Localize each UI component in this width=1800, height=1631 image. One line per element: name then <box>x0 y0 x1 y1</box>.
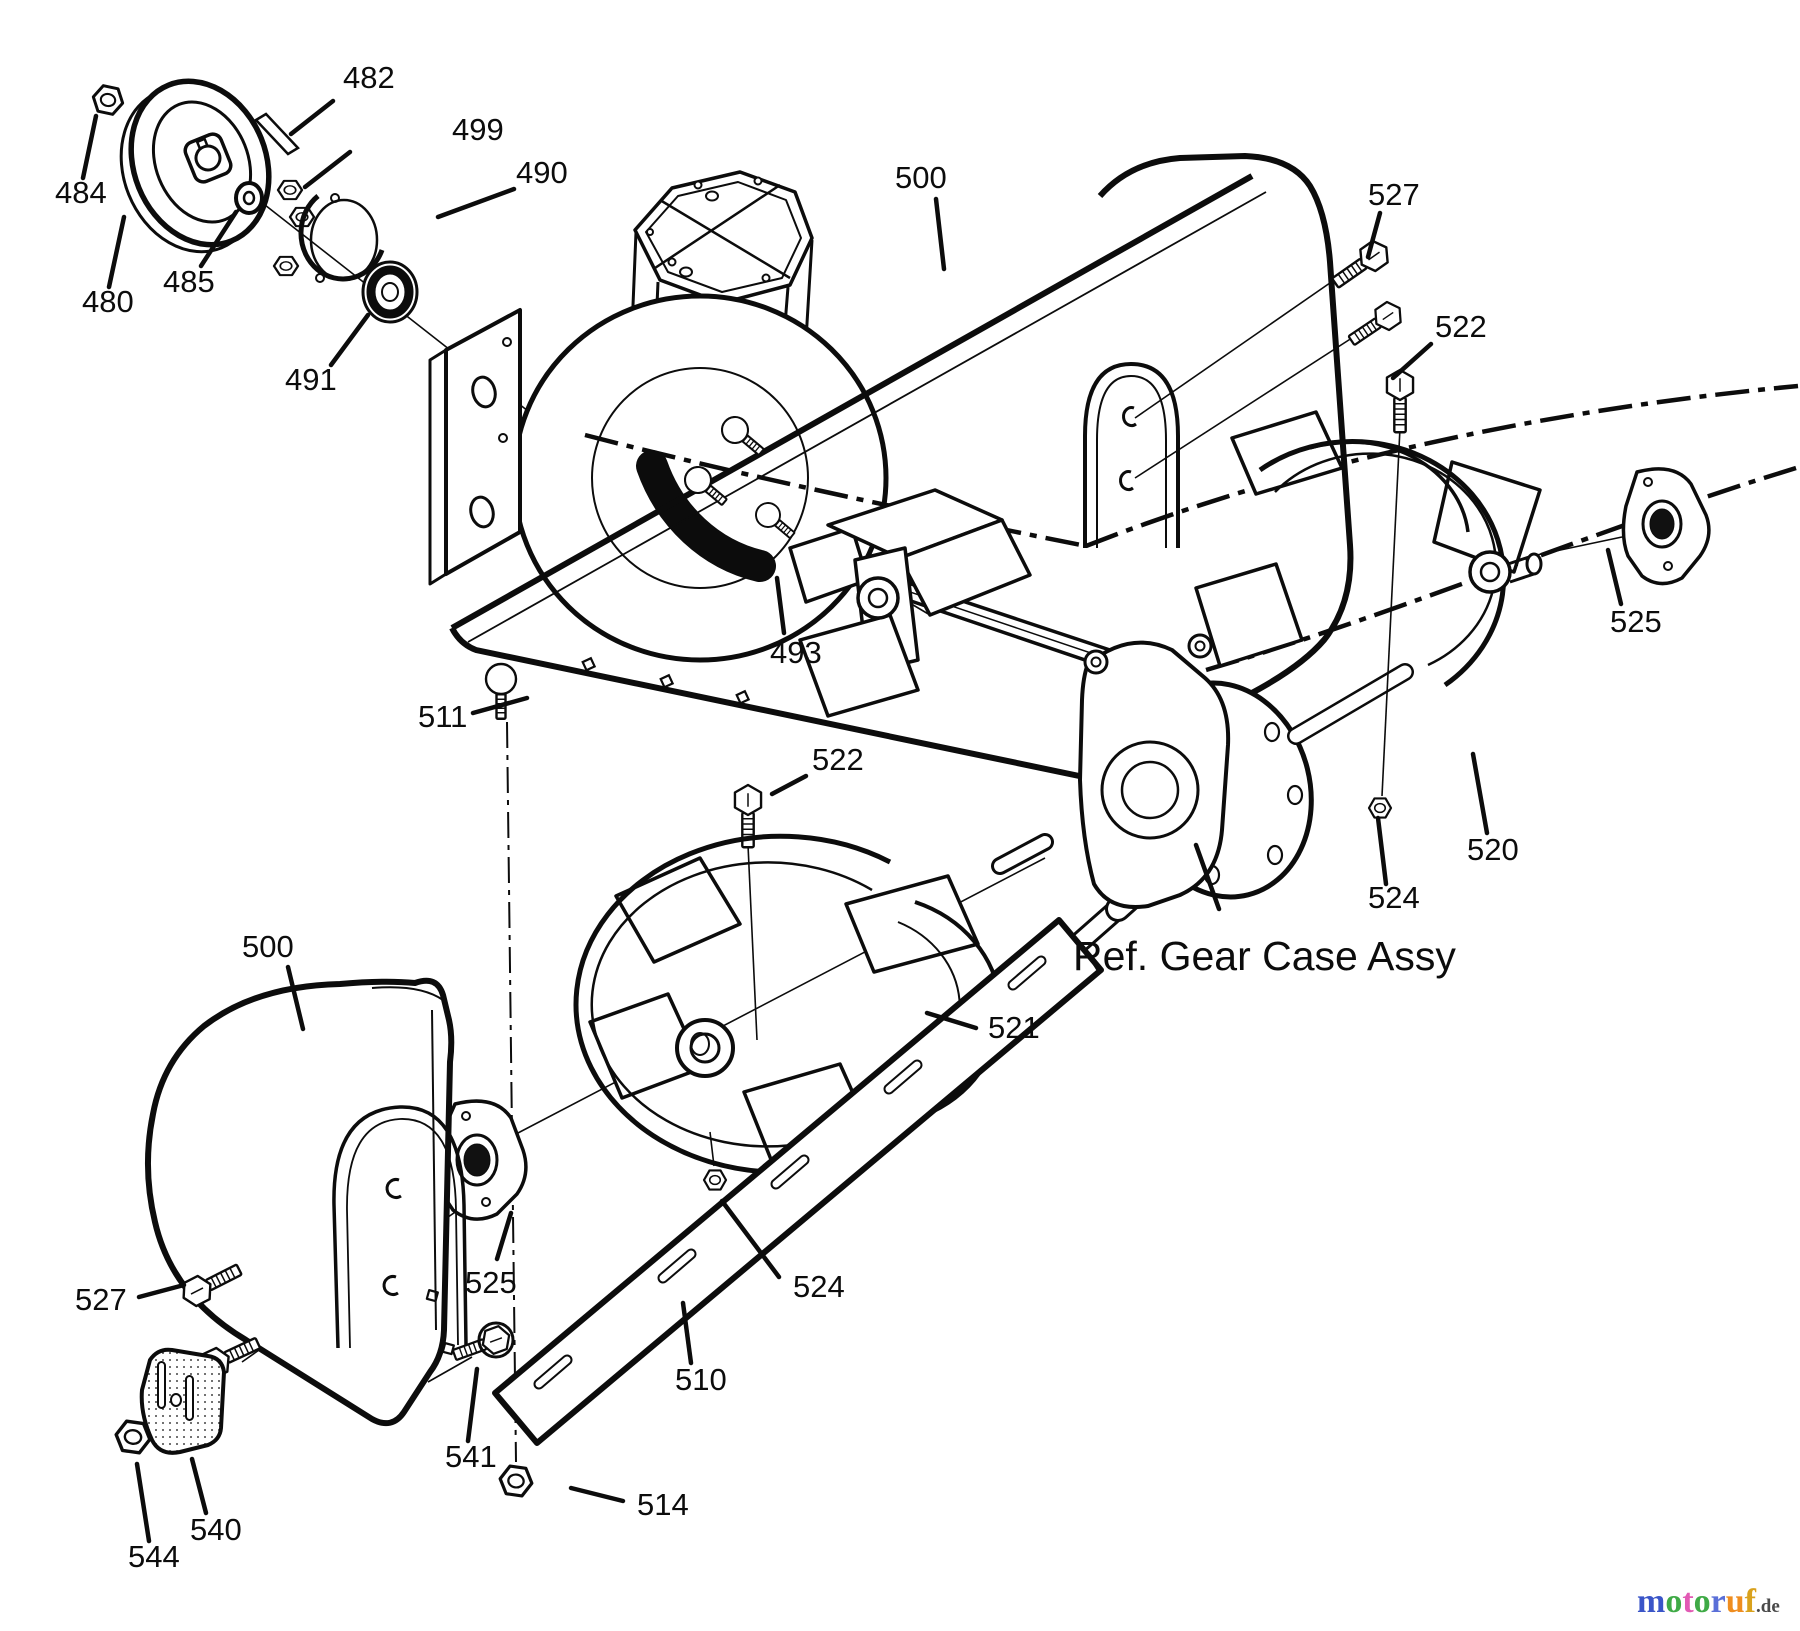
flange-bearing-525-right <box>1621 467 1711 586</box>
c-clip-hole <box>382 1275 399 1296</box>
part-label-511: 511 <box>418 699 467 734</box>
bolt-527-axis <box>1134 275 1341 419</box>
part-label-521: 521 <box>988 1010 1040 1045</box>
part-label-493: 493 <box>770 635 822 670</box>
scraper-bar-slots <box>533 955 1047 1390</box>
drum-opening-shadow <box>636 450 776 582</box>
part-label-527-top: 527 <box>1368 177 1420 212</box>
bolt-527-top <box>1343 296 1408 352</box>
part-label-500-top: 500 <box>895 160 947 195</box>
part-label-522-right: 522 <box>1435 309 1487 344</box>
drive-pulley-480 <box>119 78 272 254</box>
part-label-491: 491 <box>285 362 337 397</box>
side-cover-500 <box>144 977 468 1427</box>
bolt-522-axis <box>1381 427 1401 797</box>
nut-514 <box>496 1463 536 1499</box>
part-label-484: 484 <box>55 175 107 210</box>
part-label-540: 540 <box>190 1512 242 1547</box>
part-label-541: 541 <box>445 1439 497 1474</box>
part-label-514: 514 <box>637 1487 689 1522</box>
watermark-letter: o <box>1694 1583 1711 1620</box>
part-label-500-bottom: 500 <box>242 929 294 964</box>
housing-side-band <box>449 173 1267 785</box>
c-clip-hole <box>1119 470 1134 492</box>
impeller-assembly <box>788 488 1154 718</box>
watermark-letter: f <box>1745 1583 1757 1620</box>
bearing-491 <box>361 260 419 324</box>
c-clip-hole <box>385 1178 402 1199</box>
left-auger-521 <box>573 833 1054 1175</box>
part-label-527-bottom: 527 <box>75 1282 127 1317</box>
part-label-485: 485 <box>163 264 215 299</box>
part-label-524-bottom: 524 <box>793 1269 845 1304</box>
watermark-letter: t <box>1682 1583 1694 1620</box>
band-edge-tabs <box>581 656 751 705</box>
scraper-bar-510 <box>492 917 1104 1446</box>
part-labels: 482 499 490 484 485 480 491 500 527 522 … <box>55 60 1662 1574</box>
bolt-522-axis <box>747 844 758 1041</box>
shaft-key-482 <box>254 112 300 156</box>
part-label-525-bottom: 525 <box>465 1265 517 1300</box>
watermark-logo: motoruf.de <box>1637 1583 1780 1620</box>
nut-524-bottom <box>702 1169 728 1191</box>
watermark-suffix: .de <box>1756 1596 1780 1617</box>
nut-484 <box>89 82 127 118</box>
bolt-522-right <box>1385 368 1415 434</box>
watermark-letter: u <box>1726 1583 1745 1620</box>
watermark-letter: m <box>1637 1583 1665 1620</box>
carriage-bolt-511 <box>484 662 518 720</box>
nut-524-right <box>1367 797 1393 819</box>
part-label-522-middle: 522 <box>812 742 864 777</box>
bolt-527-axis <box>1134 335 1356 479</box>
center-axis-511-514 <box>506 721 517 1463</box>
gear-case-caption: Ref. Gear Case Assy <box>1073 933 1456 979</box>
flange-490 <box>298 193 385 283</box>
watermark-letter: r <box>1711 1583 1726 1620</box>
flange-bearing-525-left <box>434 1099 528 1221</box>
part-label-520: 520 <box>1467 832 1519 867</box>
washer-485 <box>234 181 264 215</box>
leader-lines <box>80 98 1624 1544</box>
part-label-499: 499 <box>452 112 504 147</box>
part-label-510: 510 <box>675 1362 727 1397</box>
keyway-notch <box>195 137 209 150</box>
part-label-525-right: 525 <box>1610 604 1662 639</box>
c-clip-hole <box>1122 406 1137 428</box>
bolt-541-axis <box>427 1356 473 1383</box>
part-label-480: 480 <box>82 284 134 319</box>
part-label-544: 544 <box>128 1539 180 1574</box>
skid-plate-540 <box>139 1347 226 1455</box>
bolt-541 <box>449 1321 515 1368</box>
right-auger-520 <box>1194 410 1543 688</box>
part-label-482: 482 <box>343 60 395 95</box>
bolt-527-top <box>1326 235 1395 295</box>
watermark-letter: o <box>1665 1583 1682 1620</box>
part-label-490: 490 <box>516 155 568 190</box>
front-mounting-plate <box>428 308 522 586</box>
part-label-524-right: 524 <box>1368 880 1420 915</box>
